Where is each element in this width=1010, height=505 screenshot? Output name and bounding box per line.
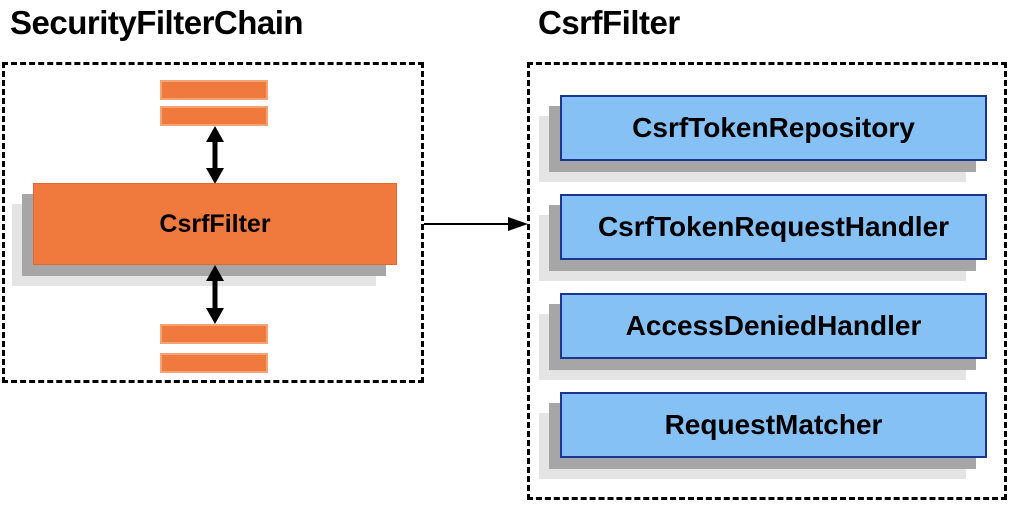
filter-stack-bar (160, 353, 268, 373)
double-arrow-icon (206, 265, 224, 324)
filter-stack-bar (160, 106, 268, 126)
security-filter-chain-panel (2, 62, 424, 383)
csrf-filter-panel (527, 62, 1007, 500)
component-box-csrf-token-repository: CsrfTokenRepository (560, 95, 987, 161)
csrf-filter-box: CsrfFilter (33, 183, 397, 265)
component-box-label: RequestMatcher (664, 409, 883, 440)
csrf-filter-box-label: CsrfFilter (159, 209, 271, 238)
filter-stack-bar (160, 80, 268, 100)
component-box-csrf-token-request-handler: CsrfTokenRequestHandler (560, 194, 987, 260)
component-box-access-denied-handler: AccessDeniedHandler (560, 293, 987, 359)
double-arrow-icon (206, 126, 224, 184)
csrf-filter-title: CsrfFilter (538, 4, 680, 41)
component-box-request-matcher: RequestMatcher (560, 392, 987, 458)
right-arrow-icon (424, 217, 528, 231)
security-filter-chain-title: SecurityFilterChain (10, 4, 304, 41)
filter-stack-bar (160, 324, 268, 344)
component-box-label: CsrfTokenRequestHandler (597, 211, 950, 242)
component-box-label: CsrfTokenRepository (632, 112, 915, 143)
component-box-label: AccessDeniedHandler (625, 310, 922, 341)
